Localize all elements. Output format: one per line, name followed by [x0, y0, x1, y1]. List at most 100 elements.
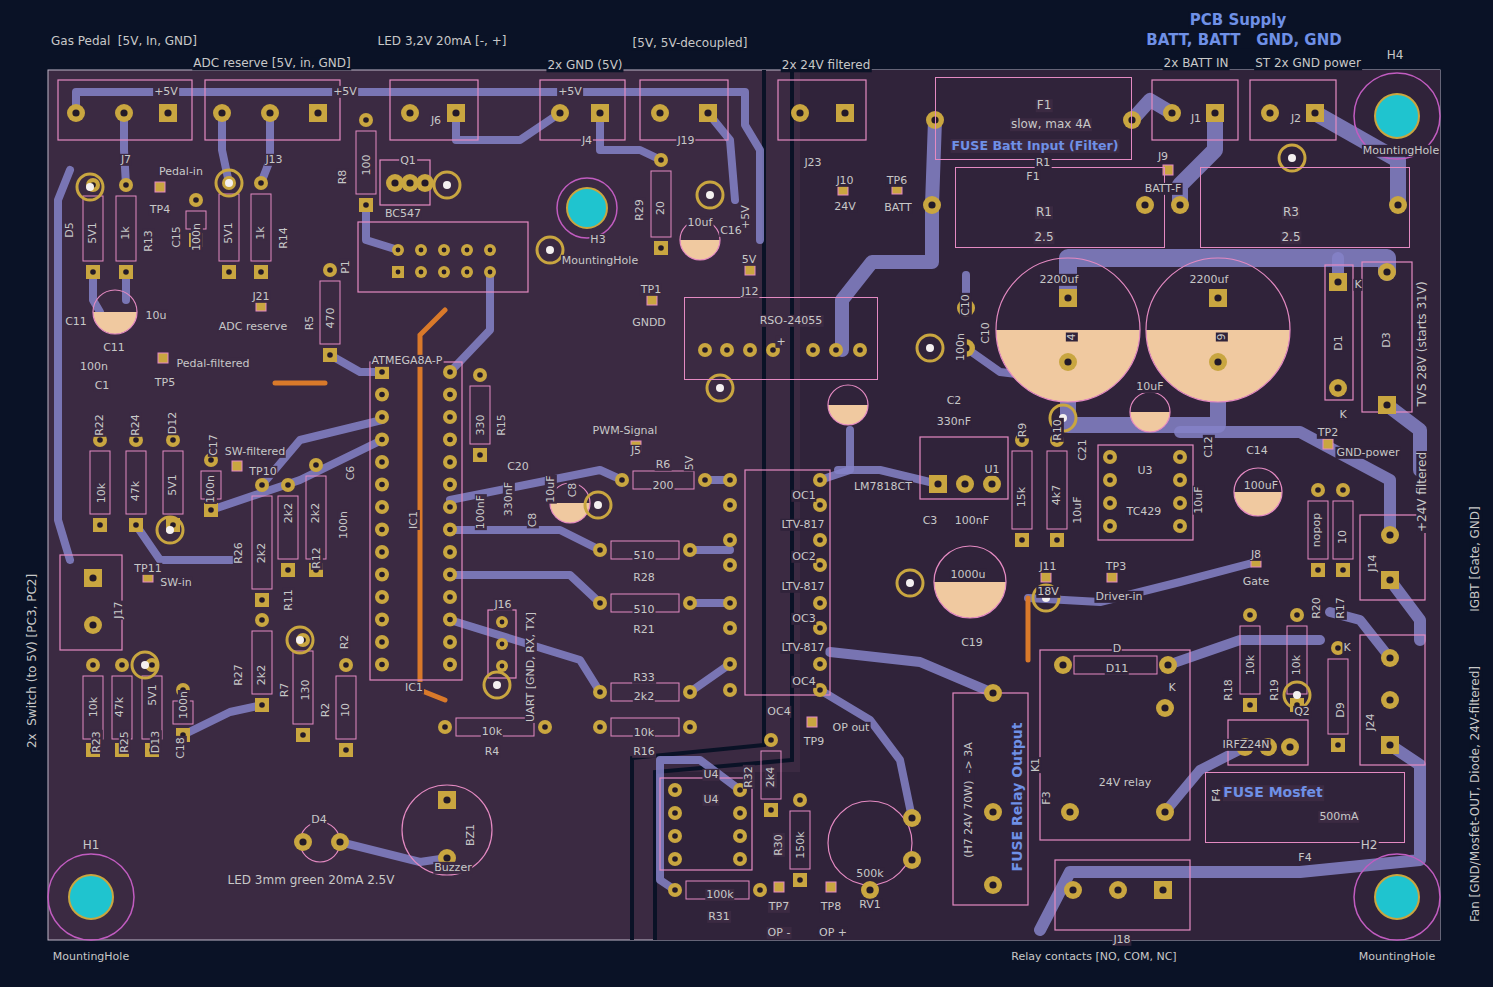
silkscreen-label: 10k [96, 482, 108, 504]
silkscreen-label: TP5 [154, 377, 176, 389]
component-outline: R12.5 [955, 167, 1165, 248]
drill-hole [1168, 109, 1175, 116]
silkscreen-label: J9 [1157, 151, 1169, 163]
square-pad [129, 518, 143, 532]
round-pad [683, 720, 697, 734]
silkscreen-label: MountingHole [1362, 145, 1440, 157]
round-pad [1173, 473, 1187, 487]
drill-hole [1211, 109, 1218, 116]
drill-hole [1107, 500, 1113, 506]
silkscreen-label: 330nF [503, 481, 515, 517]
drill-hole [500, 664, 505, 669]
silkscreen-label: H2 [1360, 839, 1379, 852]
round-pad [551, 104, 569, 122]
silkscreen-label: R17 [1335, 596, 1347, 620]
round-pad [443, 455, 457, 469]
drill-hole [447, 572, 453, 578]
component-text: RSO-24055 [759, 315, 824, 327]
drill-hole [379, 369, 385, 375]
drill-hole [817, 537, 823, 543]
drill-hole [727, 600, 733, 606]
round-pad [438, 720, 452, 734]
via-center [141, 661, 149, 669]
round-pad [375, 433, 389, 447]
silkscreen-label: 15k [1016, 486, 1028, 508]
drill-hole [343, 662, 349, 668]
part-body [219, 194, 239, 261]
silkscreen-label: R20 [1311, 596, 1323, 620]
round-pad [375, 545, 389, 559]
silkscreen-label: 130 [300, 679, 312, 702]
square-pad [86, 265, 100, 279]
silkscreen-label: R24 [130, 413, 142, 437]
via-ring [434, 172, 460, 198]
via-ring [707, 375, 733, 401]
square-pad [1050, 533, 1064, 547]
copper-trace [1040, 745, 1420, 930]
silkscreen-label: J7 [120, 154, 132, 166]
square-pad [254, 265, 268, 279]
drill-hole [687, 600, 693, 606]
round-pad [323, 263, 337, 277]
drill-hole [259, 597, 265, 603]
silkscreen-label: 510 [633, 604, 656, 616]
drill-hole [447, 617, 453, 623]
drill-hole [447, 459, 453, 465]
mounting-holes [48, 73, 1440, 940]
drill-hole [465, 248, 470, 253]
drill-hole [379, 482, 385, 488]
round-outline [402, 785, 492, 875]
capacitor-fill [680, 240, 720, 260]
drill-hole [477, 372, 483, 378]
round-pad [723, 533, 737, 547]
test-point [155, 182, 165, 192]
drill-hole [379, 662, 385, 668]
mounting-hole [69, 875, 113, 919]
silkscreen-label: H3 [589, 234, 606, 246]
silkscreen-label: 1000u [950, 569, 987, 581]
drill-hole [1177, 523, 1183, 529]
drill-hole [727, 502, 733, 508]
silkscreen-label: R26 [233, 541, 245, 565]
silkscreen-label: 510 [633, 550, 656, 562]
drill-hole [266, 109, 273, 116]
drill-hole [1294, 612, 1300, 618]
drill-hole [1165, 662, 1171, 668]
part-body [1328, 659, 1348, 734]
copper-trace [76, 92, 760, 240]
drill-hole [1334, 278, 1341, 285]
drill-hole [447, 549, 453, 555]
round-pad [1064, 881, 1082, 899]
drill-hole [817, 661, 823, 667]
drill-hole [1386, 531, 1393, 538]
capacitor-outline [934, 546, 1006, 618]
silkscreen-label: 100k [705, 889, 734, 901]
round-pad [1163, 104, 1181, 122]
silkscreen-label: FUSE Relay Output [1010, 722, 1026, 873]
drill-hole [259, 702, 265, 708]
drill-hole [396, 270, 401, 275]
square-pad [1331, 738, 1345, 752]
round-pad [189, 193, 203, 207]
silkscreen-label: PWM-Signal [592, 425, 659, 437]
round-pad [443, 523, 457, 537]
component-text: R1 [1035, 206, 1053, 219]
copper-trace [450, 575, 600, 603]
round-pad [668, 829, 682, 843]
copper-traces [58, 92, 1420, 930]
drill-hole [1286, 743, 1293, 750]
component-outline: R32.5 [1200, 167, 1410, 248]
round-pad [683, 596, 697, 610]
round-pad [416, 174, 434, 192]
drill-hole [768, 807, 774, 813]
drill-hole [208, 507, 214, 513]
silkscreen-label: Fan [GND/Mosfet-OUT, Diode, 24V-filtered… [1469, 665, 1482, 923]
drill-hole [727, 625, 733, 631]
round-pad [1103, 473, 1117, 487]
square-pad [836, 104, 854, 122]
silkscreen-label: C8 [527, 512, 539, 529]
via-ring [917, 335, 943, 361]
square-pad [1381, 736, 1399, 754]
square-pad [473, 448, 487, 462]
drill-hole [1164, 661, 1171, 668]
